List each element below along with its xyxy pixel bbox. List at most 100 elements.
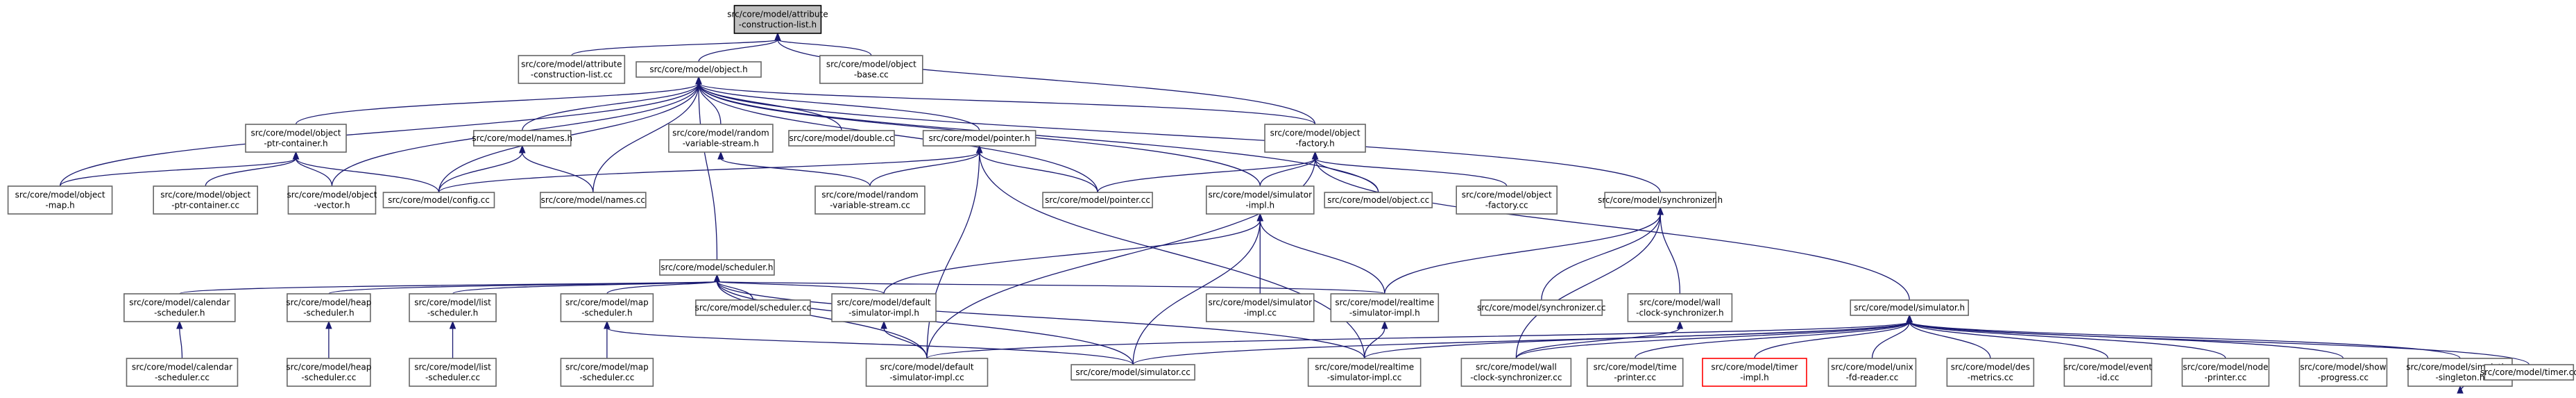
node-label: -construction-list.h <box>739 20 817 30</box>
graph-node-n29[interactable]: src/core/model/realtime-simulator-impl.h <box>1330 293 1440 322</box>
graph-node-n8[interactable]: src/core/model/pointer.h <box>922 130 1037 147</box>
edge-line <box>1097 158 1316 193</box>
edge-n6-n15 <box>717 151 871 187</box>
graph-node-n23[interactable]: src/core/model/heap-scheduler.h <box>286 293 371 322</box>
graph-node-n21[interactable]: src/core/model/scheduler.h <box>659 259 775 276</box>
node-box <box>153 185 258 215</box>
edge-line <box>869 151 980 187</box>
graph-node-n28[interactable]: src/core/model/simulator-impl.cc <box>1205 293 1315 322</box>
node-label: -impl.h <box>1740 373 1769 383</box>
edge-n4-n11 <box>205 151 300 187</box>
graph-node-n10[interactable]: src/core/model/object-map.h <box>7 185 113 215</box>
node-label: src/core/model/map <box>565 363 649 372</box>
node-label: src/core/model/heap <box>286 363 371 372</box>
node-label: -simulator-impl.cc <box>889 373 964 383</box>
graph-node-n0[interactable]: src/core/model/attribute-construction-li… <box>727 5 828 34</box>
edge-n9-n32 <box>1311 151 1910 301</box>
node-label: src/core/model/wall <box>1476 363 1557 372</box>
node-box <box>1307 358 1422 387</box>
node-label: src/core/model/simulator <box>1208 190 1312 200</box>
node-box <box>245 124 347 153</box>
edge-line <box>571 39 778 56</box>
graph-node-n6[interactable]: src/core/model/random-variable-stream.h <box>668 124 774 153</box>
graph-node-n43[interactable]: src/core/model/unix-fd-reader.cc <box>1827 358 1917 387</box>
edge-line <box>59 83 699 187</box>
edge-n9-n18 <box>1311 151 1379 193</box>
node-label: -progress.cc <box>2318 373 2369 383</box>
graph-node-n47[interactable]: src/core/model/show-progress.cc <box>2298 358 2388 387</box>
node-label: src/core/model/list <box>414 298 491 308</box>
graph-node-n34[interactable]: src/core/model/heap-scheduler.cc <box>286 358 371 387</box>
node-label: -printer.cc <box>2205 373 2247 383</box>
graph-node-n9[interactable]: src/core/model/object-factory.h <box>1264 124 1366 153</box>
node-box <box>1071 364 1195 381</box>
node-label: src/core/model/timer.cc <box>2480 367 2576 377</box>
graph-node-n20[interactable]: src/core/model/synchronizer.h <box>1598 192 1723 208</box>
graph-node-n40[interactable]: src/core/model/wall-clock-synchronizer.c… <box>1460 358 1572 387</box>
node-label: src/core/model/object <box>1270 128 1360 138</box>
node-label: -scheduler.h <box>581 308 632 318</box>
graph-node-n44[interactable]: src/core/model/des-metrics.cc <box>1946 358 2035 387</box>
graph-node-n12[interactable]: src/core/model/object-vector.h <box>287 185 377 215</box>
graph-node-n13[interactable]: src/core/model/config.cc <box>382 192 495 208</box>
graph-node-n35[interactable]: src/core/model/list-scheduler.cc <box>409 358 497 387</box>
edge-line <box>1660 213 1681 295</box>
graph-node-n25[interactable]: src/core/model/map-scheduler.h <box>560 293 654 322</box>
edge-n8-n15 <box>869 144 983 187</box>
edge-line <box>720 158 871 187</box>
edge-n0-n1 <box>571 32 781 56</box>
graph-node-n27[interactable]: src/core/model/default-simulator-impl.h <box>831 293 937 322</box>
node-box <box>7 185 113 215</box>
graph-node-n18[interactable]: src/core/model/object.cc <box>1324 192 1433 208</box>
graph-node-n11[interactable]: src/core/model/object-ptr-container.cc <box>153 185 258 215</box>
graph-node-n16[interactable]: src/core/model/pointer.cc <box>1042 192 1153 208</box>
node-box <box>922 130 1037 147</box>
graph-node-n36[interactable]: src/core/model/map-scheduler.cc <box>560 358 654 387</box>
graph-node-n26[interactable]: src/core/model/scheduler.cc <box>695 299 812 316</box>
graph-node-n38[interactable]: src/core/model/simulator.cc <box>1071 364 1195 381</box>
edge-line <box>1871 321 1910 359</box>
node-label: -printer.cc <box>1614 373 1656 383</box>
graph-node-n24[interactable]: src/core/model/list-scheduler.h <box>409 293 497 322</box>
edge-n2-n7 <box>695 76 842 131</box>
node-label: -scheduler.h <box>154 308 205 318</box>
graph-node-n33[interactable]: src/core/model/calendar-scheduler.cc <box>126 358 239 387</box>
edge-arrowhead <box>695 76 702 85</box>
graph-node-n1[interactable]: src/core/model/attribute-construction-li… <box>518 55 626 84</box>
node-box <box>865 358 989 387</box>
graph-node-n3[interactable]: src/core/model/object-base.cc <box>819 55 923 84</box>
graph-node-n7[interactable]: src/core/model/double.cc <box>788 130 895 147</box>
graph-node-n4[interactable]: src/core/model/object-ptr-container.h <box>245 124 347 153</box>
edge-line <box>295 83 699 125</box>
graph-node-n30[interactable]: src/core/model/synchronizer.cc <box>1477 299 1606 316</box>
graph-node-n41[interactable]: src/core/model/time-printer.cc <box>1586 358 1684 387</box>
graph-node-n2[interactable]: src/core/model/object.h <box>636 61 762 78</box>
graph-node-n22[interactable]: src/core/model/calendar-scheduler.h <box>123 293 236 322</box>
graph-node-n42[interactable]: src/core/model/timer-impl.h <box>1702 358 1807 387</box>
node-label: -construction-list.cc <box>531 70 613 80</box>
graph-node-n15[interactable]: src/core/model/random-variable-stream.cc <box>814 185 926 215</box>
graph-node-n46[interactable]: src/core/model/node-printer.cc <box>2181 358 2270 387</box>
edge-line <box>1314 158 1379 193</box>
graph-node-n49[interactable]: src/core/model/timer.cc <box>2480 364 2576 381</box>
graph-node-n17[interactable]: src/core/model/simulator-impl.h <box>1205 185 1315 215</box>
edge-n20-n31 <box>1657 206 1681 295</box>
graph-node-n45[interactable]: src/core/model/event-id.cc <box>2063 358 2152 387</box>
edge-line <box>295 158 333 187</box>
graph-node-n31[interactable]: src/core/model/wall-clock-synchronizer.h <box>1627 293 1733 322</box>
graph-node-n19[interactable]: src/core/model/object-factory.cc <box>1456 185 1558 215</box>
edge-line <box>777 39 1316 125</box>
nodes-layer: src/core/model/attribute-construction-li… <box>7 5 2576 387</box>
node-label: src/core/model/simulator.h <box>1854 303 1965 313</box>
edge-line <box>1909 321 2109 359</box>
graph-node-n5[interactable]: src/core/model/names.h <box>472 130 572 147</box>
node-box <box>1480 299 1603 316</box>
graph-node-n14[interactable]: src/core/model/names.cc <box>540 192 647 208</box>
graph-node-n32[interactable]: src/core/model/simulator.h <box>1850 299 1970 316</box>
edge-n27-n37 <box>880 320 928 359</box>
node-label: -scheduler.cc <box>155 373 210 383</box>
graph-node-n37[interactable]: src/core/model/default-simulator-impl.cc <box>865 358 989 387</box>
graph-node-n39[interactable]: src/core/model/realtime-simulator-impl.c… <box>1307 358 1422 387</box>
node-label: src/core/model/realtime <box>1315 363 1414 372</box>
node-box <box>1205 185 1315 215</box>
